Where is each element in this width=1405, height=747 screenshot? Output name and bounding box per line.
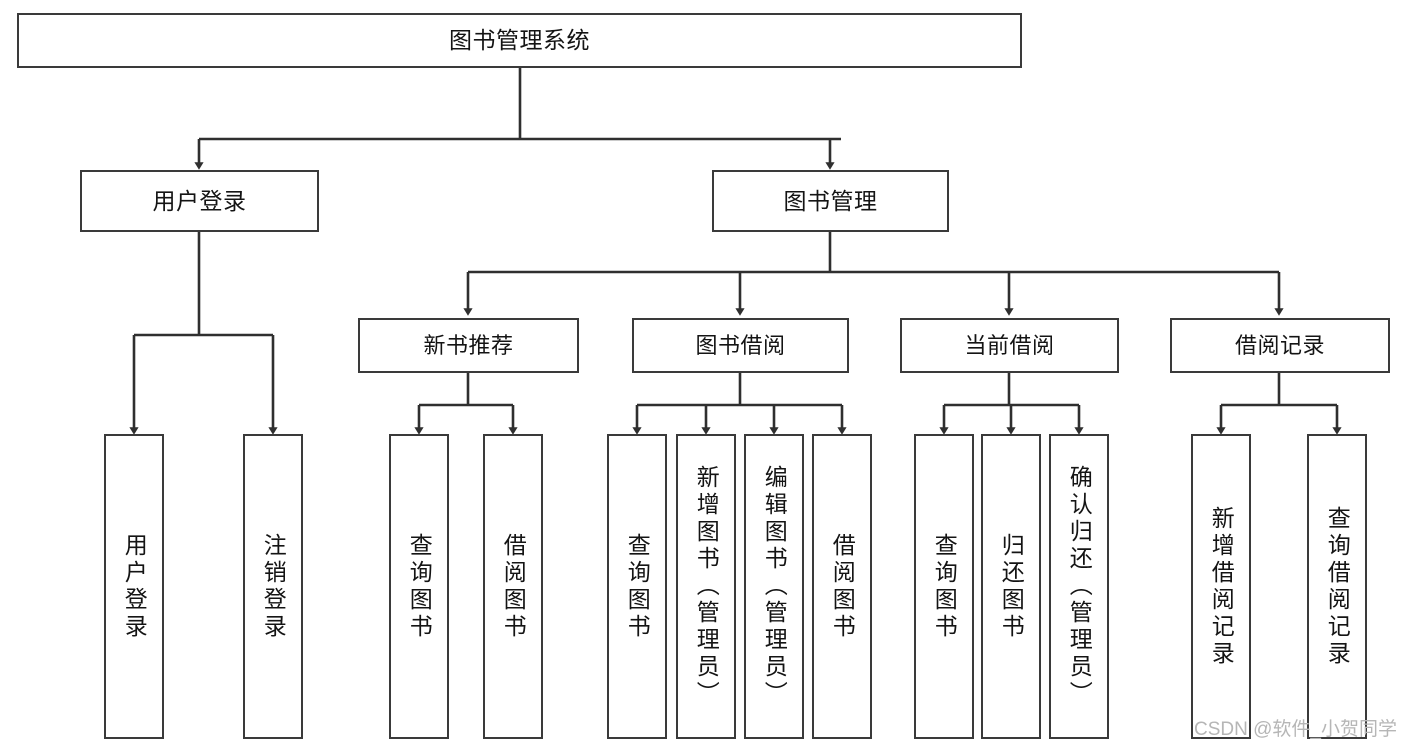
node-label: 当前借阅 [964, 332, 1055, 358]
node-label: 编辑图书（管理员） [761, 465, 788, 708]
leaf-query-borrow-record[interactable]: 查询借阅记录 [1307, 434, 1367, 739]
leaf-borrow-books-new-book[interactable]: 借阅图书 [483, 434, 543, 739]
leaf-user-login[interactable]: 用户登录 [104, 434, 164, 739]
node-label: 归还图书 [998, 532, 1025, 641]
node-user-login[interactable]: 用户登录 [80, 170, 319, 232]
node-label: 新书推荐 [423, 332, 514, 358]
node-label: 查询图书 [406, 532, 433, 641]
node-label: 确认归还（管理员） [1066, 465, 1093, 708]
node-label: 查询借阅记录 [1324, 505, 1351, 668]
node-label: 查询图书 [624, 532, 651, 641]
node-borrow-records[interactable]: 借阅记录 [1170, 318, 1390, 373]
node-book-management[interactable]: 图书管理 [712, 170, 949, 232]
node-label: 图书借阅 [695, 332, 786, 358]
node-label: 用户登录 [121, 532, 148, 641]
node-current-borrowing[interactable]: 当前借阅 [900, 318, 1119, 373]
node-label: 借阅图书 [829, 532, 856, 641]
node-label: 新增借阅记录 [1208, 505, 1235, 668]
node-label: 新增图书（管理员） [693, 465, 720, 708]
node-label: 用户登录 [152, 187, 247, 214]
leaf-edit-book-admin[interactable]: 编辑图书（管理员） [744, 434, 804, 739]
node-label: 查询图书 [931, 532, 958, 641]
node-label: 借阅记录 [1234, 332, 1325, 358]
leaf-borrow-books[interactable]: 借阅图书 [812, 434, 872, 739]
leaf-add-book-admin[interactable]: 新增图书（管理员） [676, 434, 736, 739]
leaf-return-books[interactable]: 归还图书 [981, 434, 1041, 739]
leaf-query-books-new-book[interactable]: 查询图书 [389, 434, 449, 739]
node-label: 借阅图书 [500, 532, 527, 641]
node-book-borrowing[interactable]: 图书借阅 [632, 318, 849, 373]
node-label: 注销登录 [260, 532, 287, 641]
node-new-book-recommendation[interactable]: 新书推荐 [358, 318, 579, 373]
leaf-logout[interactable]: 注销登录 [243, 434, 303, 739]
leaf-query-books-borrow[interactable]: 查询图书 [607, 434, 667, 739]
leaf-add-borrow-record[interactable]: 新增借阅记录 [1191, 434, 1251, 739]
leaf-query-books-current[interactable]: 查询图书 [914, 434, 974, 739]
node-label: 图书管理系统 [449, 27, 590, 54]
node-label: 图书管理 [783, 187, 878, 214]
leaf-confirm-return-admin[interactable]: 确认归还（管理员） [1049, 434, 1109, 739]
node-book-management-system[interactable]: 图书管理系统 [17, 13, 1022, 68]
